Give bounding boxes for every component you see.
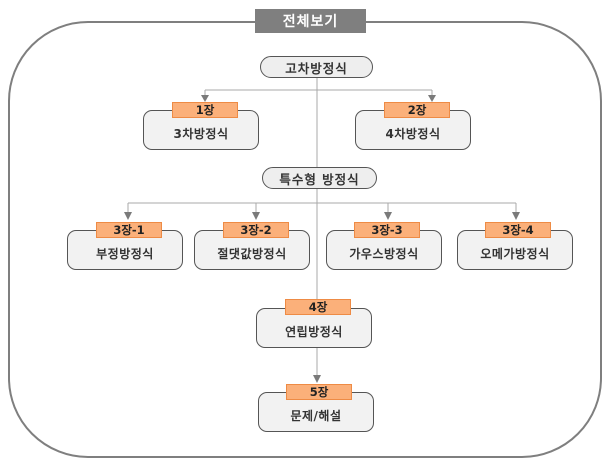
- chapter-tag-1: 1장: [172, 102, 238, 118]
- chapter-tag-5: 5장: [286, 384, 352, 400]
- chapter-tag-3-2: 3장-2: [223, 222, 289, 238]
- chapter-tag-3-3: 3장-3: [354, 222, 420, 238]
- chapter-tag-3-4: 3장-4: [485, 222, 551, 238]
- arrow-5: [313, 375, 321, 383]
- arrow-3-1: [124, 212, 132, 220]
- group-heading-special[interactable]: 특수형 방정식: [262, 167, 377, 189]
- arrow-3-2: [252, 212, 260, 220]
- chapter-card-2[interactable]: 4차방정식: [355, 110, 471, 150]
- arrow-2: [428, 95, 436, 102]
- chapter-card-5[interactable]: 문제/해설: [258, 392, 374, 432]
- arrow-3-4: [512, 212, 520, 220]
- title-tab[interactable]: 전체보기: [255, 9, 366, 33]
- group-heading-higher-order[interactable]: 고차방정식: [260, 56, 373, 78]
- arrow-3-3: [384, 212, 392, 220]
- chapter-tag-2: 2장: [384, 102, 450, 118]
- chapter-tag-3-1: 3장-1: [96, 222, 162, 238]
- arrow-1: [201, 95, 209, 102]
- chapter-tag-4: 4장: [285, 299, 351, 315]
